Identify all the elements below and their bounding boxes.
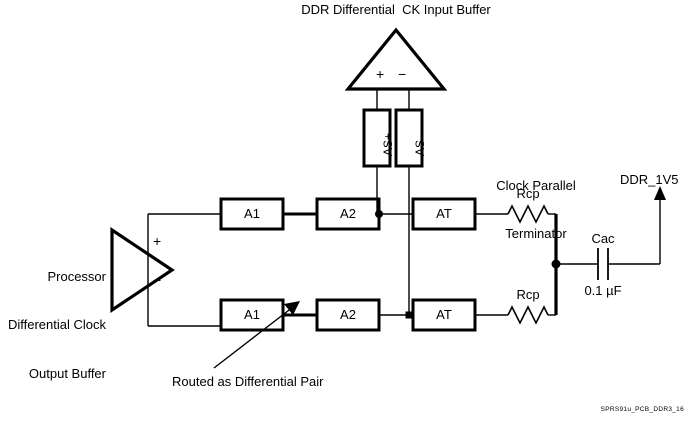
processor-buffer-label: Processor Differential Clock Output Buff… xyxy=(0,236,106,415)
top-rcp-resistor-zigzag xyxy=(507,204,549,224)
top-segment-a1-label: A1 xyxy=(244,206,260,221)
top-trace-junction-dot xyxy=(375,210,383,218)
processor-buffer-label-line1: Processor xyxy=(47,268,106,284)
cap-name-label: Cac xyxy=(591,231,615,246)
ddr-buffer-minus-sign: − xyxy=(398,66,407,82)
bottom-rcp-label: Rcp xyxy=(516,287,540,302)
supply-rail-arrowhead xyxy=(654,186,666,200)
differential-pair-callout-line xyxy=(213,306,294,369)
clock-terminator-label: Clock Parallel Terminator xyxy=(470,145,602,275)
as-plus-label: AS+ xyxy=(381,132,395,156)
processor-buffer-label-line3: Output Buffer xyxy=(28,366,106,381)
figure-title: DDR Differential CK Input Buffer xyxy=(301,2,491,17)
bottom-segment-at-label: AT xyxy=(436,307,452,322)
ddr-input-buffer-triangle xyxy=(344,27,448,91)
bottom-segment-a2-label: A2 xyxy=(340,307,356,322)
processor-buffer-plus-sign: + xyxy=(153,233,162,249)
clock-terminator-label-line1: Clock Parallel xyxy=(496,177,576,193)
ddr-buffer-plus-sign: + xyxy=(376,66,385,82)
bottom-rcp-resistor-zigzag xyxy=(507,305,549,325)
bottom-trace-junction-dot xyxy=(405,311,413,319)
processor-output-buffer-triangle xyxy=(110,227,175,313)
processor-buffer-label-line2: Differential Clock xyxy=(7,317,106,333)
differential-pair-callout-arrowhead xyxy=(284,301,300,315)
supply-rail-label: DDR_1V5 xyxy=(620,172,679,187)
cap-value-label: 0.1 µF xyxy=(584,283,622,298)
processor-buffer-minus-sign: − xyxy=(153,272,162,288)
top-segment-at-label: AT xyxy=(436,206,452,221)
clock-terminator-label-line2: Terminator xyxy=(505,226,567,242)
top-rcp-label: Rcp xyxy=(516,186,540,201)
figure-footer-id: SPRS91u_PCB_DDR3_16 xyxy=(600,406,684,413)
routed-differential-pair-note: Routed as Differential Pair xyxy=(172,374,324,389)
top-segment-a2-label: A2 xyxy=(340,206,356,221)
bottom-segment-a1-label: A1 xyxy=(244,307,260,322)
as-minus-label: AS- xyxy=(413,135,427,156)
